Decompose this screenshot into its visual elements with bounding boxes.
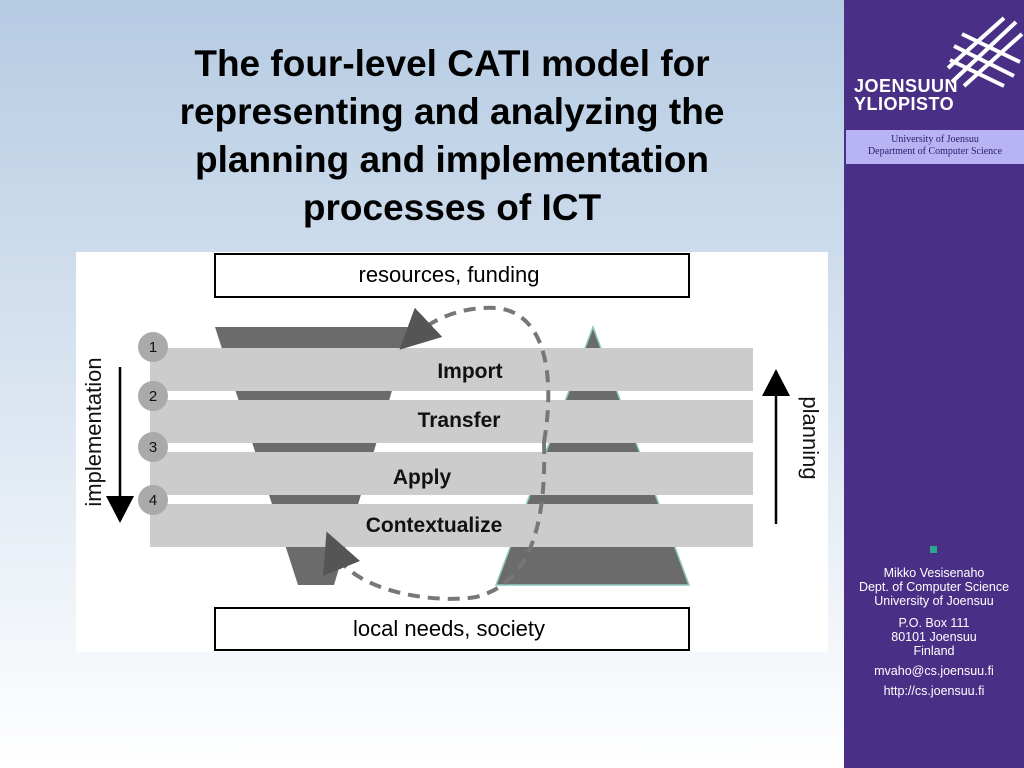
level-label-transfer: Transfer — [418, 409, 501, 432]
cycle-arrow-bottom — [323, 441, 547, 601]
level-number-1: 1 — [149, 339, 157, 356]
resources-label: resources, funding — [359, 262, 540, 287]
level-band-transfer — [150, 400, 753, 443]
cycle-arrow-top — [399, 305, 551, 443]
level-label-contextualize: Contextualize — [366, 514, 503, 537]
contact-name: Mikko Vesisenaho — [883, 566, 985, 580]
level-number-circle-3 — [138, 432, 168, 462]
contact-web-link[interactable]: http://cs.joensuu.fi — [883, 684, 985, 698]
level-number-3: 3 — [149, 439, 157, 456]
planning-arrow-head — [762, 369, 790, 396]
bullet-marker-icon — [930, 546, 937, 553]
university-logo-text: JOENSUUN YLIOPISTO — [854, 77, 958, 113]
contact-po-box: P.O. Box 111 — [898, 616, 970, 630]
contact-country: Finland — [913, 644, 955, 658]
local-needs-label: local needs, society — [353, 616, 545, 641]
planning-label: planning — [798, 396, 823, 479]
level-label-apply: Apply — [393, 466, 452, 489]
sidebar: JOENSUUN YLIOPISTO University of Joensuu… — [844, 0, 1024, 768]
level-number-circle-2 — [138, 381, 168, 411]
cati-diagram-svg: resources, funding Import Transfer Apply… — [81, 253, 823, 651]
department-banner-line-1: University of Joensuu — [891, 134, 979, 145]
implementation-label: implementation — [81, 357, 106, 506]
slide-area: The four-level CATI model for representi… — [0, 0, 844, 768]
resources-box — [214, 253, 690, 298]
implementation-arrow-head — [106, 496, 134, 523]
level-label-import: Import — [437, 360, 502, 383]
level-number-2: 2 — [149, 388, 157, 405]
contact-postal: 80101 Joensuu — [891, 630, 977, 644]
local-needs-box — [214, 607, 690, 651]
university-logo-icon — [946, 16, 1024, 88]
contact-email[interactable]: mvaho@cs.joensuu.fi — [874, 664, 994, 678]
contact-info: Mikko Vesisenaho Dept. of Computer Scien… — [844, 566, 1024, 698]
contact-dept: Dept. of Computer Science — [858, 580, 1010, 594]
cati-diagram: resources, funding Import Transfer Apply… — [76, 252, 828, 652]
department-banner: University of Joensuu Department of Comp… — [846, 130, 1024, 164]
contact-university: University of Joensuu — [874, 594, 994, 608]
level-number-4: 4 — [149, 492, 157, 509]
logo-line-1: JOENSUUN — [854, 76, 959, 96]
level-band-import — [150, 348, 753, 391]
level-band-apply — [150, 452, 753, 495]
logo-line-2: YLIOPISTO — [854, 94, 955, 114]
level-number-circle-4 — [138, 485, 168, 515]
level-band-contextualize — [150, 504, 753, 547]
level-number-circle-1 — [138, 332, 168, 362]
department-banner-line-2: Department of Computer Science — [867, 146, 1003, 157]
slide-title: The four-level CATI model for representi… — [179, 43, 725, 228]
